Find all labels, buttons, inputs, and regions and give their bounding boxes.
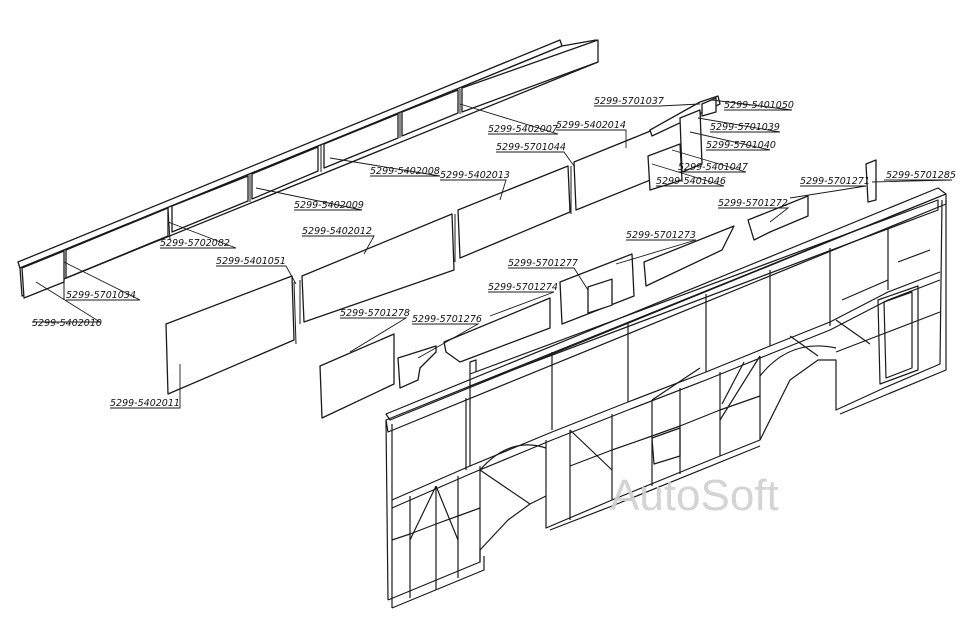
label-5299-5402014: 5299-5402014 bbox=[556, 120, 626, 131]
label-5299-5402013: 5299-5402013 bbox=[440, 170, 510, 181]
leader-lines bbox=[32, 99, 953, 409]
label-5299-5701272: 5299-5701272 bbox=[718, 198, 788, 209]
label-5299-5701039: 5299-5701039 bbox=[710, 122, 780, 133]
label-5299-5402010: 5299-5402010 bbox=[32, 318, 102, 329]
label-5299-5402011: 5299-5402011 bbox=[110, 398, 180, 409]
part-labels: 5299-5402010 5299-5701034 5299-5702082 5… bbox=[32, 96, 956, 409]
label-5299-5401046: 5299-5401046 bbox=[656, 176, 726, 187]
label-5299-5402007: 5299-5402007 bbox=[488, 124, 558, 135]
label-5299-5402012: 5299-5402012 bbox=[302, 226, 372, 237]
label-5299-5701277: 5299-5701277 bbox=[508, 258, 578, 269]
body-side-frame bbox=[385, 187, 947, 609]
label-5299-5701037: 5299-5701037 bbox=[594, 96, 664, 107]
label-5299-5701273: 5299-5701273 bbox=[626, 230, 696, 241]
label-5299-5701276: 5299-5701276 bbox=[412, 314, 482, 325]
middle-panels bbox=[165, 95, 721, 395]
roof-rail-strips bbox=[17, 39, 599, 300]
label-5299-5402009: 5299-5402009 bbox=[294, 200, 364, 211]
label-5299-5701044: 5299-5701044 bbox=[496, 142, 566, 153]
label-5299-5701285: 5299-5701285 bbox=[886, 170, 956, 181]
label-5299-5701034: 5299-5701034 bbox=[66, 290, 136, 301]
label-5299-5401047: 5299-5401047 bbox=[678, 162, 748, 173]
label-5299-5402008: 5299-5402008 bbox=[370, 166, 440, 177]
label-5299-5401050: 5299-5401050 bbox=[724, 100, 794, 111]
label-5299-5701271: 5299-5701271 bbox=[800, 176, 870, 187]
label-5299-5701040: 5299-5701040 bbox=[706, 140, 776, 151]
watermark-text: AutoSoft bbox=[610, 471, 779, 520]
label-5299-5401051: 5299-5401051 bbox=[216, 256, 286, 267]
lower-panels bbox=[319, 159, 877, 419]
label-5299-5701278: 5299-5701278 bbox=[340, 308, 410, 319]
label-5299-5701274: 5299-5701274 bbox=[488, 282, 558, 293]
label-5299-5702082: 5299-5702082 bbox=[160, 238, 230, 249]
